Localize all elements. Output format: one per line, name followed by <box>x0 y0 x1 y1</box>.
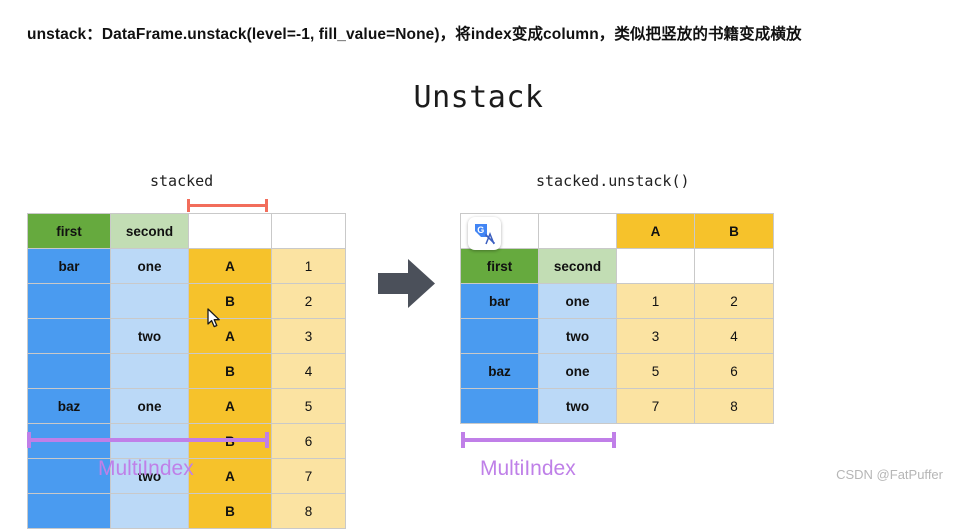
multiindex-bracket-right <box>461 432 616 448</box>
cell-a: 1 <box>616 283 695 319</box>
watermark: CSDN @FatPuffer <box>836 467 943 482</box>
cell-value: 8 <box>271 493 346 529</box>
cell-value: 2 <box>271 283 346 319</box>
cell-second: one <box>538 353 617 389</box>
cell-value: 7 <box>271 458 346 494</box>
stacked-label: stacked <box>150 172 214 190</box>
table-row: bar one A 1 <box>27 248 346 284</box>
cell-second: one <box>538 283 617 319</box>
table-row: B 8 <box>27 493 346 529</box>
cell-value: 3 <box>271 318 346 354</box>
cell-first: bar <box>460 283 539 319</box>
cell-level: A <box>188 248 272 284</box>
cell-first <box>460 388 539 424</box>
page-caption: unstack：DataFrame.unstack(level=-1, fill… <box>27 26 802 43</box>
cell-second <box>110 283 189 319</box>
cell-first <box>27 458 111 494</box>
table-row: B 2 <box>27 283 346 319</box>
cell-a: 3 <box>616 318 695 354</box>
cell-second: one <box>110 248 189 284</box>
cell-value: 4 <box>271 353 346 389</box>
cell-level: B <box>188 353 272 389</box>
bracket-cap-right <box>265 432 269 448</box>
blank-cell-a <box>616 248 695 284</box>
table-index-header-row: first second <box>460 248 774 284</box>
multiindex-label-right: MultiIndex <box>480 457 576 480</box>
cell-b: 4 <box>694 318 774 354</box>
blank-cell-b <box>694 248 774 284</box>
cell-first <box>27 283 111 319</box>
svg-text:G: G <box>477 225 484 235</box>
header-first: first <box>27 213 111 249</box>
cell-first <box>27 493 111 529</box>
header-level <box>188 213 272 249</box>
cell-level: A <box>188 458 272 494</box>
cell-level: A <box>188 318 272 354</box>
cell-first: baz <box>460 353 539 389</box>
cell-level: B <box>188 283 272 319</box>
google-translate-icon[interactable]: G <box>468 217 501 250</box>
cell-level: A <box>188 388 272 424</box>
table-row: baz one A 5 <box>27 388 346 424</box>
cell-first: baz <box>27 388 111 424</box>
cell-value: 6 <box>271 423 346 459</box>
table-row: bar one 1 2 <box>460 283 774 319</box>
table-row: two 7 8 <box>460 388 774 424</box>
cell-b: 6 <box>694 353 774 389</box>
unstacked-table: A B first second bar one 1 2 two 3 4 baz… <box>460 213 774 424</box>
bracket-cap-right <box>612 432 616 448</box>
table-header-row: first second <box>27 213 346 249</box>
multiindex-bracket-left <box>27 432 269 448</box>
table-row: baz one 5 6 <box>460 353 774 389</box>
cell-value: 5 <box>271 388 346 424</box>
cell-first: bar <box>27 248 111 284</box>
cell-first <box>27 318 111 354</box>
bracket-bar <box>27 438 269 442</box>
header-second: second <box>538 248 617 284</box>
cell-second: two <box>538 318 617 354</box>
cell-second <box>110 353 189 389</box>
page-title: Unstack <box>413 80 544 115</box>
multiindex-label-left: MultiIndex <box>98 457 194 480</box>
cell-b: 2 <box>694 283 774 319</box>
header-second: second <box>110 213 189 249</box>
header-value <box>271 213 346 249</box>
header-first: first <box>460 248 539 284</box>
cell-second: two <box>538 388 617 424</box>
bracket-cap-right <box>265 199 268 212</box>
cell-value: 1 <box>271 248 346 284</box>
cell-a: 7 <box>616 388 695 424</box>
cell-second: two <box>110 318 189 354</box>
corner-cell-2 <box>538 213 617 249</box>
bracket-bar <box>187 204 268 207</box>
level-column-bracket <box>187 199 268 212</box>
cell-b: 8 <box>694 388 774 424</box>
bracket-bar <box>461 438 616 442</box>
cell-level: B <box>188 493 272 529</box>
column-header-b: B <box>694 213 774 249</box>
table-row: two A 3 <box>27 318 346 354</box>
cell-first <box>27 353 111 389</box>
right-arrow-icon <box>378 256 436 316</box>
cell-second <box>110 493 189 529</box>
cell-second: one <box>110 388 189 424</box>
table-row: two 3 4 <box>460 318 774 354</box>
stacked-table: first second bar one A 1 B 2 two A 3 B 4… <box>27 213 346 529</box>
table-column-header-row: A B <box>460 213 774 249</box>
cell-first <box>460 318 539 354</box>
cell-second: two <box>110 458 189 494</box>
cell-a: 5 <box>616 353 695 389</box>
column-header-a: A <box>616 213 695 249</box>
unstacked-label: stacked.unstack() <box>536 172 690 190</box>
table-row: B 4 <box>27 353 346 389</box>
